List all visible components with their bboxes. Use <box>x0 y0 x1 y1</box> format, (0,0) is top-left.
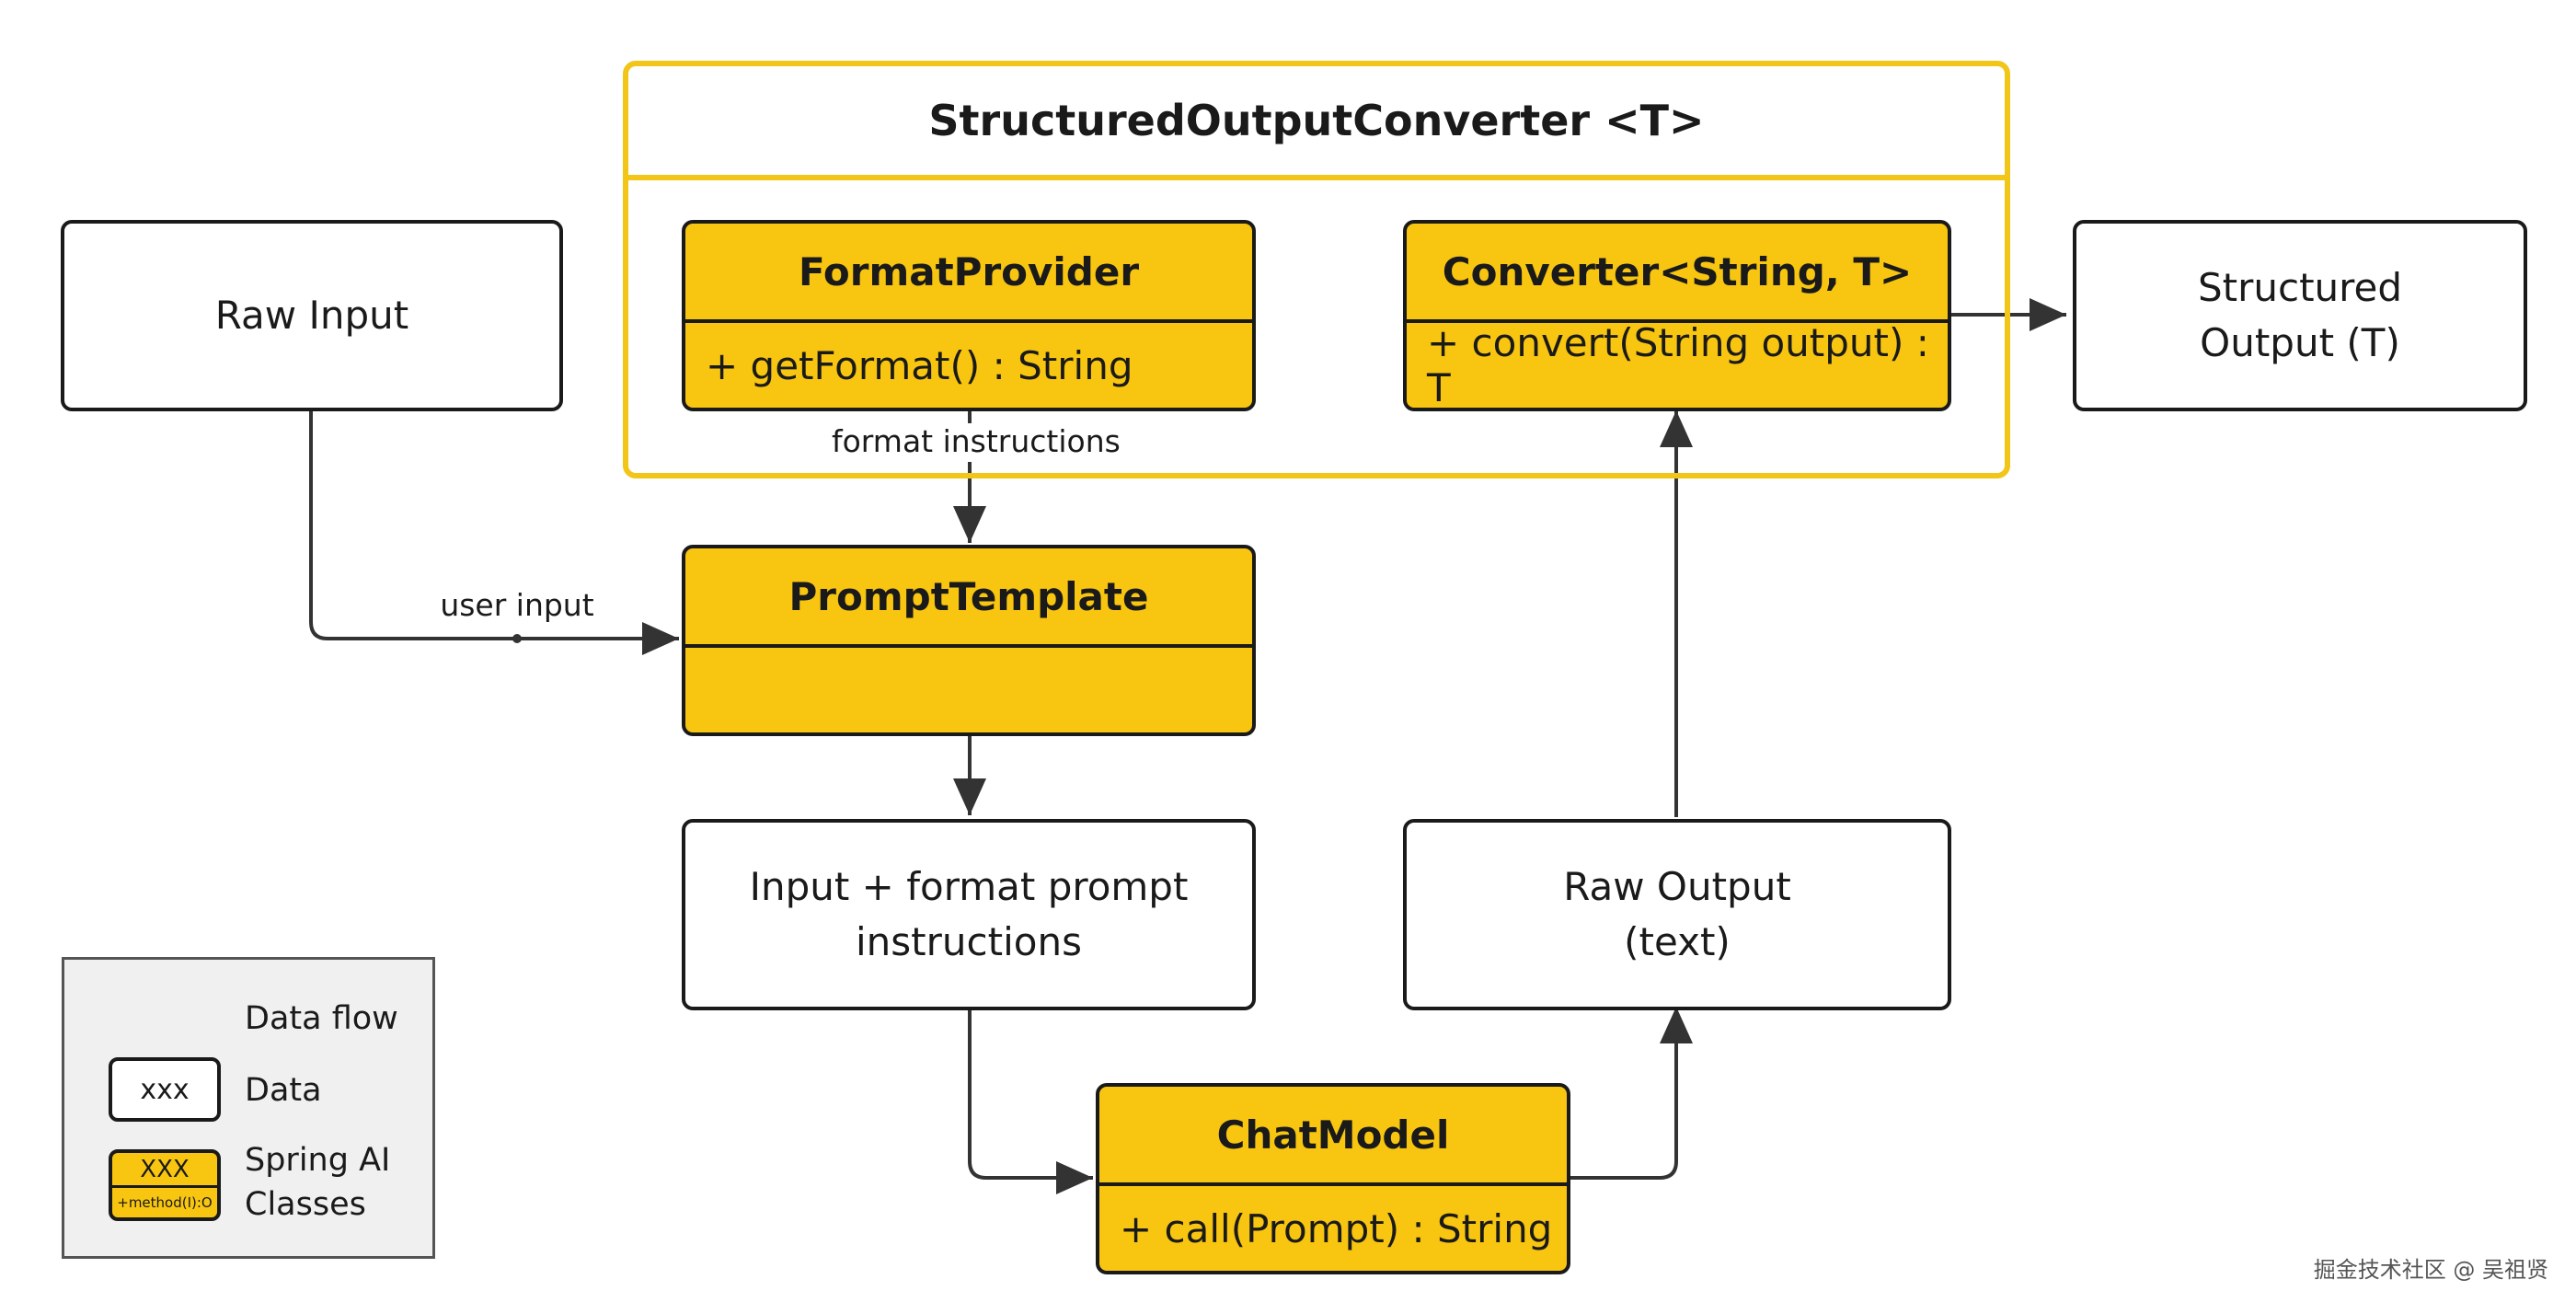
prompt-template-body <box>685 648 1252 732</box>
legend-spring-ai-line2: Classes <box>245 1186 366 1223</box>
raw-input-box: Raw Input <box>61 220 563 411</box>
watermark: 掘金技术社区 @ 吴祖贤 <box>2313 1257 2548 1283</box>
legend-spring-ai-line1: Spring AI <box>245 1142 391 1179</box>
prompt-template-name: PromptTemplate <box>685 548 1252 648</box>
legend-class-sample-box: XXX +method(I):O <box>109 1149 221 1221</box>
structured-output-line2: Output (T) <box>2200 320 2400 365</box>
raw-input-label: Raw Input <box>214 293 409 338</box>
edge-input-to-chat-model <box>968 1007 1093 1194</box>
format-instructions-label: format instructions <box>832 423 1121 459</box>
legend-data-label: Data <box>245 1072 322 1109</box>
raw-output-line2: (text) <box>1624 919 1731 964</box>
edge-raw-input-to-prompt-template <box>309 410 679 655</box>
converter-name: Converter<String, T> <box>1407 224 1948 323</box>
structured-output-box: Structured Output (T) <box>2073 220 2527 411</box>
chat-model-name: ChatModel <box>1099 1087 1567 1186</box>
input-format-prompt-box: Input + format prompt instructions <box>682 819 1256 1010</box>
chat-model-method: + call(Prompt) : String <box>1120 1205 1553 1251</box>
chat-model-class: ChatModel + call(Prompt) : String <box>1096 1083 1570 1274</box>
legend-class-sample-name: XXX <box>112 1153 217 1188</box>
raw-output-line1: Raw Output <box>1563 864 1791 909</box>
format-provider-class: FormatProvider + getFormat() : String <box>682 220 1256 411</box>
raw-output-box: Raw Output (text) <box>1403 819 1951 1010</box>
legend: Data flow xxx Data XXX +method(I):O Spri… <box>62 957 435 1259</box>
structured-output-converter-container: StructuredOutputConverter <T> <box>623 61 2010 478</box>
converter-class: Converter<String, T> + convert(String ou… <box>1403 220 1951 411</box>
legend-data-flow-label: Data flow <box>245 1000 398 1037</box>
legend-spring-ai-label: Spring AI Classes <box>245 1138 390 1227</box>
structured-output-line1: Structured <box>2197 265 2403 310</box>
prompt-template-class: PromptTemplate <box>682 545 1256 736</box>
input-format-prompt-line1: Input + format prompt <box>749 864 1189 909</box>
converter-method: + convert(String output) : T <box>1427 320 1929 410</box>
format-provider-method: + getFormat() : String <box>706 342 1133 388</box>
edge-chat-model-to-raw-output <box>1568 1007 1693 1180</box>
container-title: StructuredOutputConverter <T> <box>628 66 2005 180</box>
legend-data-sample-text: xxx <box>140 1073 190 1106</box>
user-input-label: user input <box>440 587 594 623</box>
legend-class-sample-method: +method(I):O <box>117 1194 213 1211</box>
format-provider-name: FormatProvider <box>685 224 1252 323</box>
input-format-prompt-line2: instructions <box>856 919 1082 964</box>
user-input-junction-dot <box>512 634 522 643</box>
legend-data-sample-box: xxx <box>109 1057 221 1122</box>
